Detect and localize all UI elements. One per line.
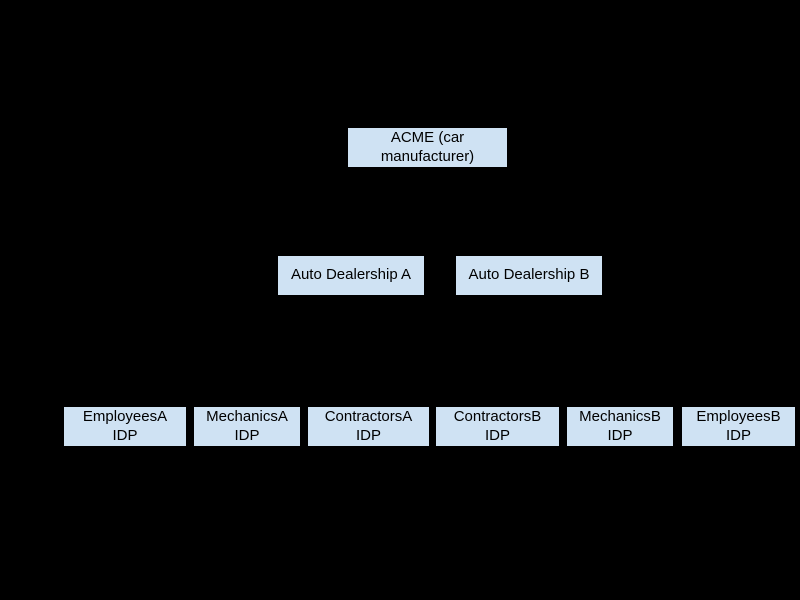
node-employees-b-idp: EmployeesB IDP	[681, 406, 796, 447]
node-mechanics-a-idp: MechanicsA IDP	[193, 406, 301, 447]
node-contractors-b-idp: ContractorsB IDP	[435, 406, 560, 447]
node-contractors-a-idp: ContractorsA IDP	[307, 406, 430, 447]
node-auto-dealership-b: Auto Dealership B	[455, 255, 603, 296]
node-acme: ACME (car manufacturer)	[347, 127, 508, 168]
node-employees-a-idp: EmployeesA IDP	[63, 406, 187, 447]
node-auto-dealership-a: Auto Dealership A	[277, 255, 425, 296]
node-mechanics-b-idp: MechanicsB IDP	[566, 406, 674, 447]
